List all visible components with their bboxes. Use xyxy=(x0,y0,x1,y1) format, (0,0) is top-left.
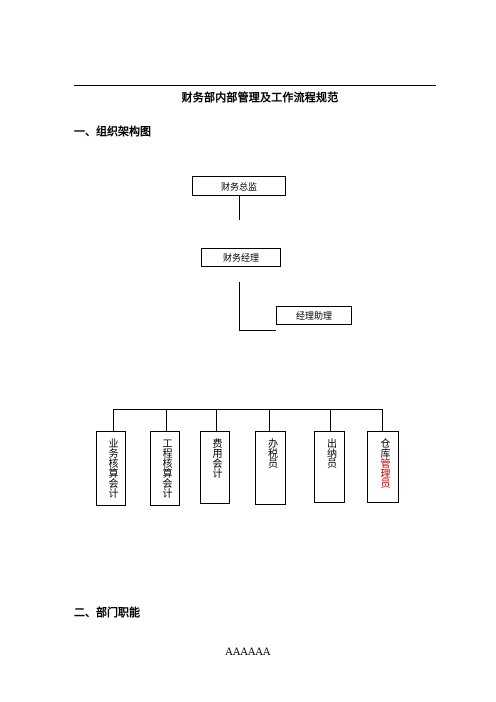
connector-line xyxy=(239,330,276,331)
section-heading-department-functions: 二、部门职能 xyxy=(74,606,140,619)
org-box-department: 仓库管理员 xyxy=(367,431,399,503)
connector-line xyxy=(113,409,114,431)
document-title: 财务部内部管理及工作流程规范 xyxy=(181,91,339,104)
org-box-department: 费用会计 xyxy=(200,431,230,504)
department-label-highlight: 管理员 xyxy=(378,458,389,488)
connector-line xyxy=(382,409,383,431)
org-box-department: 办税员 xyxy=(255,431,286,505)
org-box-department: 出纳员 xyxy=(314,431,345,503)
department-label: 出纳员 xyxy=(324,438,336,468)
org-box-department: 工程核算会计 xyxy=(150,431,180,506)
connector-line xyxy=(166,409,167,431)
header-rule xyxy=(74,85,436,86)
org-box-director-label: 财务总监 xyxy=(220,182,257,193)
connector-line xyxy=(216,409,217,431)
department-label: 仓库管理员 xyxy=(378,438,389,502)
department-label-prefix: 仓库 xyxy=(378,438,389,458)
section-heading-org-chart: 一、组织架构图 xyxy=(74,125,151,138)
org-box-manager-label: 财务经理 xyxy=(222,254,259,264)
org-box-director: 财务总监 xyxy=(192,176,286,196)
org-box-assistant: 经理助理 xyxy=(276,306,352,325)
connector-line xyxy=(269,409,270,431)
connector-line xyxy=(330,409,331,431)
department-bus-line xyxy=(113,409,382,410)
org-box-assistant-label: 经理助理 xyxy=(295,312,332,322)
department-label: 业务核算会计 xyxy=(106,438,117,498)
department-label: 工程核算会计 xyxy=(160,438,171,498)
org-box-manager: 财务经理 xyxy=(201,248,281,267)
department-label: 费用会计 xyxy=(210,438,221,478)
page-footer: AAAAAA xyxy=(225,647,271,658)
connector-line xyxy=(239,196,240,220)
connector-line xyxy=(239,282,240,330)
department-label: 办税员 xyxy=(265,438,277,468)
org-box-department: 业务核算会计 xyxy=(96,431,126,506)
